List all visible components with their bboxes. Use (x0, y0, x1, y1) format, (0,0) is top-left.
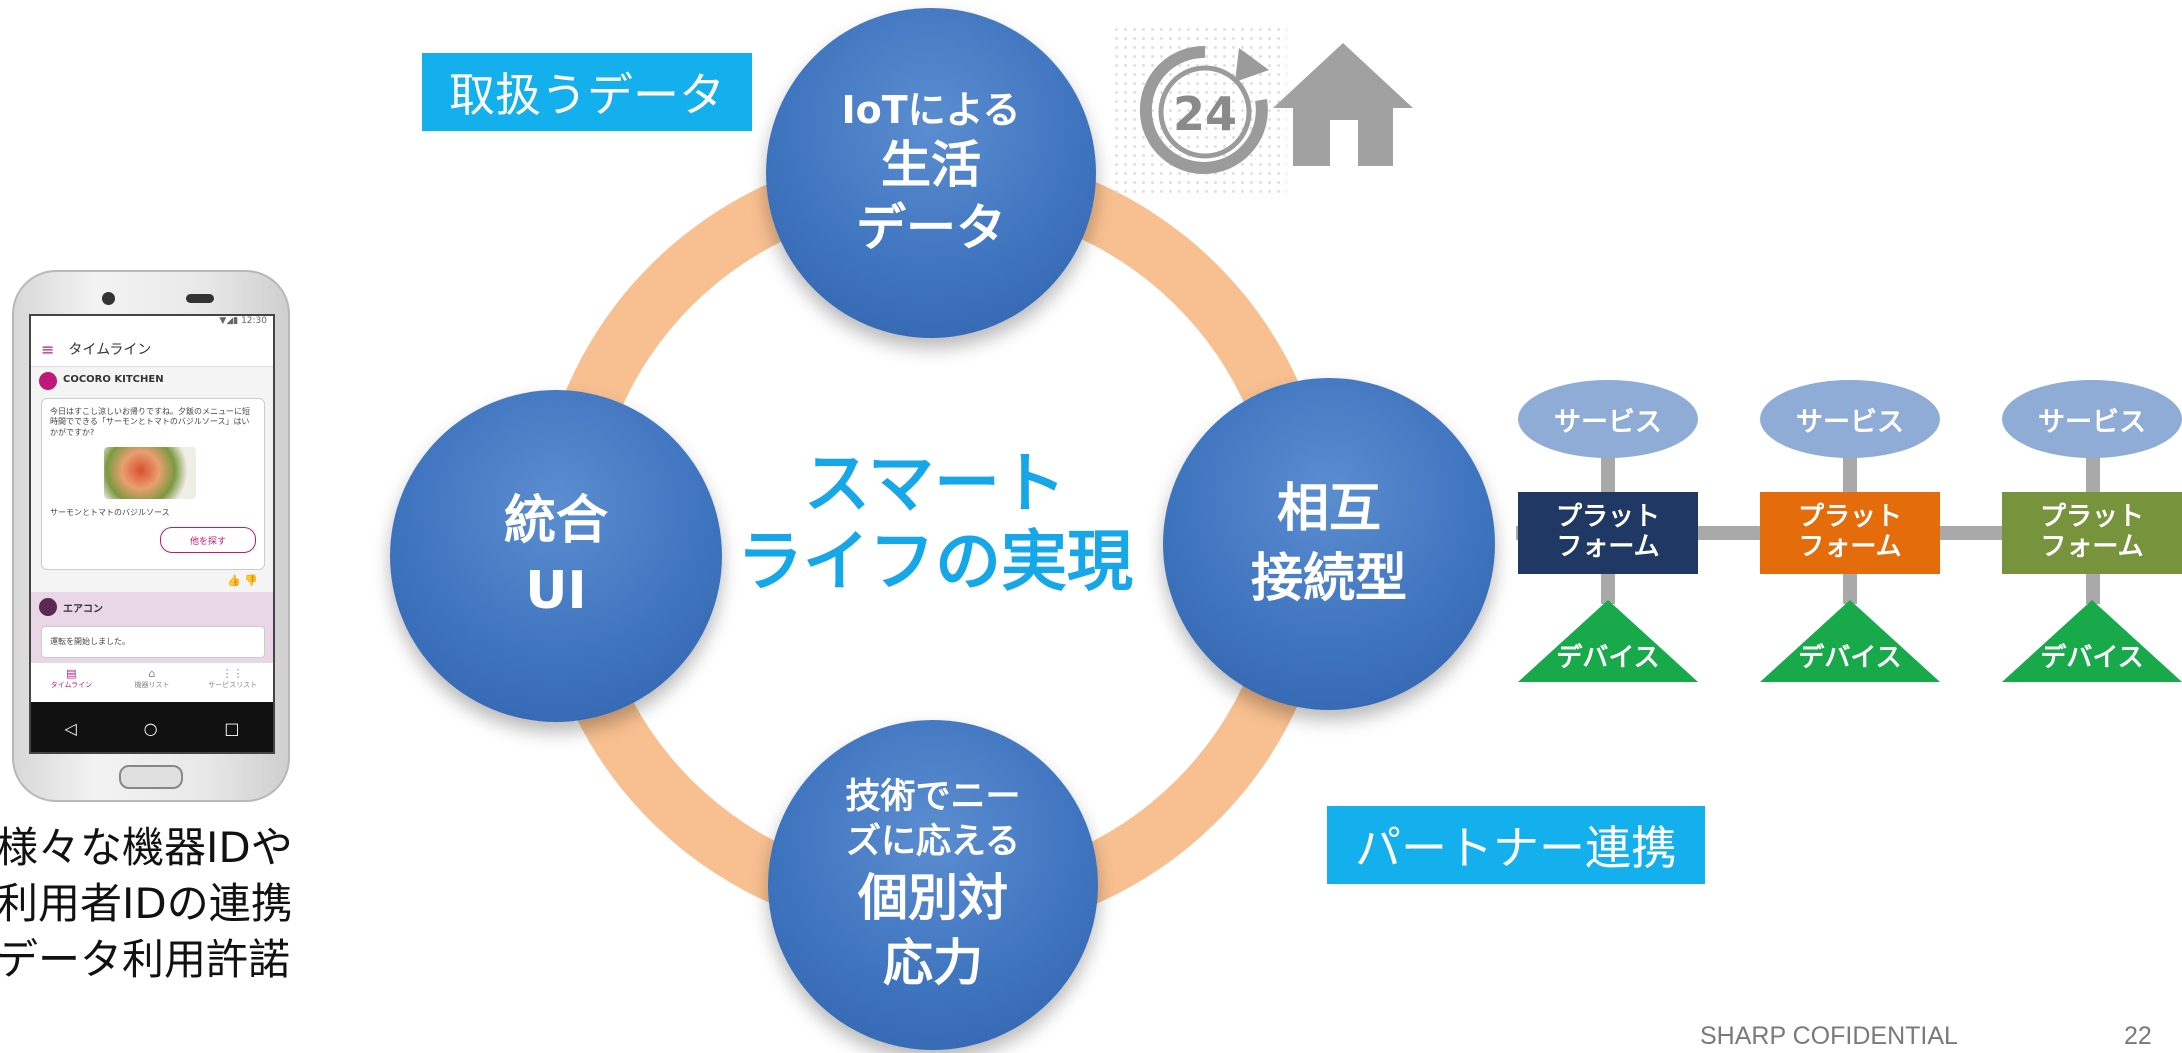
nav-devices-label: 機器リスト (134, 681, 170, 689)
nav-timeline-label: タイムライン (50, 681, 93, 689)
status-signal-icon: ▼◢▮ (219, 316, 242, 326)
menu-icon[interactable]: ≡ (41, 339, 55, 359)
circle-ui-line2: UI (525, 561, 587, 621)
aircon-icon (39, 598, 57, 616)
back-icon[interactable]: ◁ (64, 718, 77, 738)
footer-page-number: 22 (2124, 1022, 2152, 1050)
device-triangle-1 (1518, 600, 1698, 682)
caption-line3: データ利用許諾 (0, 934, 291, 984)
platform-2-line2: フォーム (1798, 532, 1902, 562)
phone-camera-icon (102, 292, 115, 305)
service-node-2: サービス (1760, 380, 1940, 458)
circle-interconnect: 相互 接続型 (1163, 378, 1495, 710)
device-1-label: デバイス (1556, 643, 1660, 673)
device-2-label: デバイス (1798, 643, 1902, 673)
platform-node-1: プラット フォーム (1518, 492, 1698, 574)
card2-text: 運転を開始しました。 (50, 637, 130, 646)
find-other-button[interactable]: 他を探す (160, 527, 256, 553)
connector-v-service-3 (2086, 450, 2100, 492)
footer-confidential: SHARP COFIDENTIAL (1700, 1022, 1958, 1050)
recipe-image (104, 447, 196, 499)
nav-devices[interactable]: ⌂ 機器リスト (112, 663, 193, 703)
circle-personalized: 技術でニー ズに応える 個別対 応力 (768, 720, 1098, 1050)
phone-speaker-icon (186, 294, 214, 303)
card2-title: エアコン (63, 604, 103, 615)
circle-iot-line1: IoTによる (841, 87, 1021, 132)
card1-avatar (39, 372, 57, 390)
platform-node-3: プラット フォーム (2002, 492, 2182, 574)
circle-interconnect-line1: 相互 (1276, 478, 1381, 539)
platform-1-line1: プラット (1555, 502, 1660, 533)
app-header: ≡ タイムライン (31, 332, 273, 367)
circle-personal-line3: 個別対 (858, 868, 1008, 927)
card1-recipe: サーモンとトマトのバジルソース (50, 508, 170, 517)
center-title: スマート ライフの実現 (700, 445, 1170, 601)
caption-line2: 利用者IDの連携 (0, 878, 293, 928)
circle-iot-line2: 生活 (881, 136, 981, 195)
nav-devices-icon: ⌂ (148, 667, 156, 680)
device-3-label: デバイス (2040, 643, 2144, 673)
nav-timeline[interactable]: ▤ タイムライン (31, 663, 112, 703)
bottom-nav: ▤ タイムライン ⌂ 機器リスト ⋮⋮ サービスリスト (31, 662, 273, 703)
circle-personal-line4: 応力 (883, 933, 983, 992)
card1-title: COCORO KITCHEN (63, 374, 164, 385)
clock-24-text: 24 (1173, 87, 1237, 141)
phone-home-button (119, 765, 183, 789)
caption: 様々な機器IDや 利用者IDの連携 データ利用許諾 (0, 820, 293, 988)
card1-text: 今日はすこし涼しいお帰りですね。夕飯のメニューに短時間でできる「サーモンとトマト… (50, 407, 250, 437)
service-node-3: サービス (2002, 380, 2182, 458)
status-time: 12:30 (241, 316, 267, 326)
circle-interconnect-line2: 接続型 (1250, 549, 1407, 609)
center-title-line1: スマート (803, 445, 1067, 522)
connector-v-service-1 (1601, 450, 1615, 492)
device-triangle-2 (1760, 600, 1940, 682)
platform-node-2: プラット フォーム (1760, 492, 1940, 574)
platform-2-line1: プラット (1797, 502, 1902, 533)
phone-screen: ▼◢▮ 12:30 ≡ タイムライン COCORO KITCHEN 今日はすこし… (29, 314, 275, 754)
phone-mockup: ▼◢▮ 12:30 ≡ タイムライン COCORO KITCHEN 今日はすこし… (12, 270, 290, 802)
circle-iot-data: IoTによる 生活 データ (766, 8, 1096, 338)
nav-services[interactable]: ⋮⋮ サービスリスト (192, 663, 273, 703)
circle-personal-line2: ズに応える (846, 822, 1020, 862)
circle-ui-line1: 統合 (503, 490, 608, 551)
card1[interactable]: 今日はすこし涼しいお帰りですね。夕飯のメニューに短時間でできる「サーモンとトマト… (41, 398, 265, 570)
circle-iot-line3: データ (856, 198, 1006, 257)
home-icon (1268, 38, 1418, 168)
device-triangle-3 (2002, 600, 2182, 682)
platform-3-line1: プラット (2039, 502, 2144, 533)
thumbs-icons[interactable]: 👍 👎 (227, 574, 258, 587)
card2[interactable]: 運転を開始しました。 (41, 626, 265, 658)
nav-timeline-icon: ▤ (66, 667, 77, 680)
nav-services-icon: ⋮⋮ (221, 667, 244, 680)
center-title-line2: ライフの実現 (737, 522, 1133, 600)
device-node-3: デバイス (2002, 600, 2182, 682)
connector-v-service-2 (1843, 450, 1857, 492)
nav-services-label: サービスリスト (208, 681, 258, 689)
partner-label: パートナー連携 (1327, 806, 1705, 884)
recents-icon[interactable]: □ (224, 718, 240, 738)
app-title: タイムライン (68, 342, 152, 358)
data-handled-label: 取扱うデータ (422, 53, 752, 131)
service-node-1: サービス (1518, 380, 1698, 458)
home-nav-icon[interactable]: ○ (143, 718, 158, 738)
platform-3-line2: フォーム (2040, 532, 2144, 562)
connector-v-device-1 (1601, 572, 1615, 604)
connector-v-device-2 (1843, 572, 1857, 604)
caption-line1: 様々な機器IDや (0, 823, 293, 872)
platform-1-line2: フォーム (1556, 532, 1660, 562)
connector-v-device-3 (2086, 572, 2100, 604)
device-node-2: デバイス (1760, 600, 1940, 682)
circle-personal-line1: 技術でニー (845, 776, 1021, 817)
device-node-1: デバイス (1518, 600, 1698, 682)
android-nav-bar: ◁ ○ □ (31, 702, 273, 752)
clock-24-icon: 24 (1135, 40, 1275, 180)
status-bar: ▼◢▮ 12:30 (31, 316, 273, 332)
circle-integrated-ui: 統合 UI (390, 390, 722, 722)
